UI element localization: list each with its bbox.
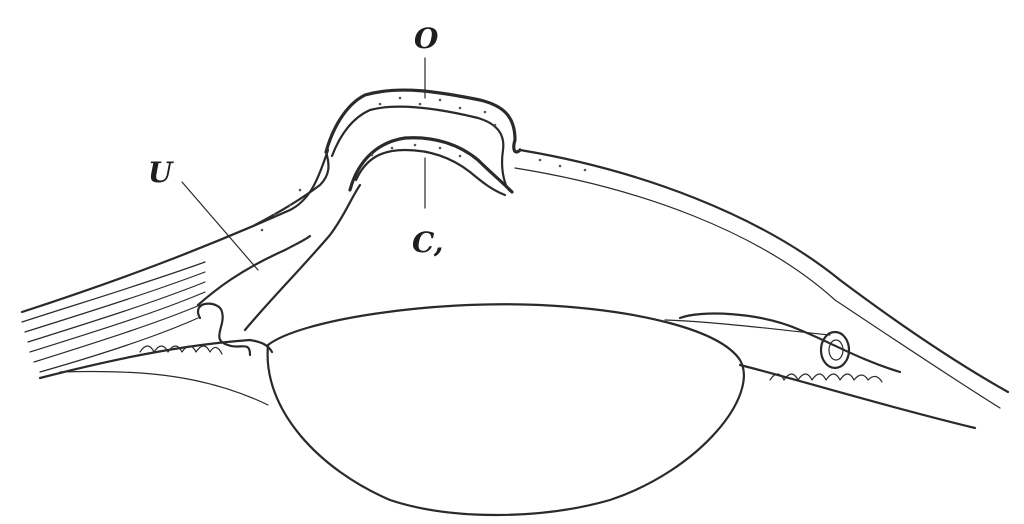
left-muscle-fibres bbox=[22, 262, 205, 372]
stippled-tissue bbox=[261, 97, 587, 232]
outer-coat-right-inner bbox=[515, 168, 1000, 408]
lens bbox=[268, 304, 744, 515]
leader-line-U bbox=[182, 182, 258, 270]
iris-right bbox=[680, 314, 900, 372]
lamina-left bbox=[255, 152, 328, 225]
iris-left bbox=[198, 236, 310, 305]
outer-coat-right bbox=[520, 150, 1008, 392]
label-O: O bbox=[414, 22, 439, 55]
corneal-outer-layer-inner bbox=[332, 107, 512, 192]
inner-coat-left-lower bbox=[60, 371, 268, 405]
corneal-inner-layer-lower bbox=[356, 150, 505, 195]
label-C: C, bbox=[412, 226, 444, 259]
anterior-chamber-left bbox=[245, 185, 360, 330]
label-U: U bbox=[148, 156, 174, 189]
corneal-inner-layer bbox=[350, 138, 512, 192]
ciliary-body-right-core bbox=[829, 340, 843, 360]
